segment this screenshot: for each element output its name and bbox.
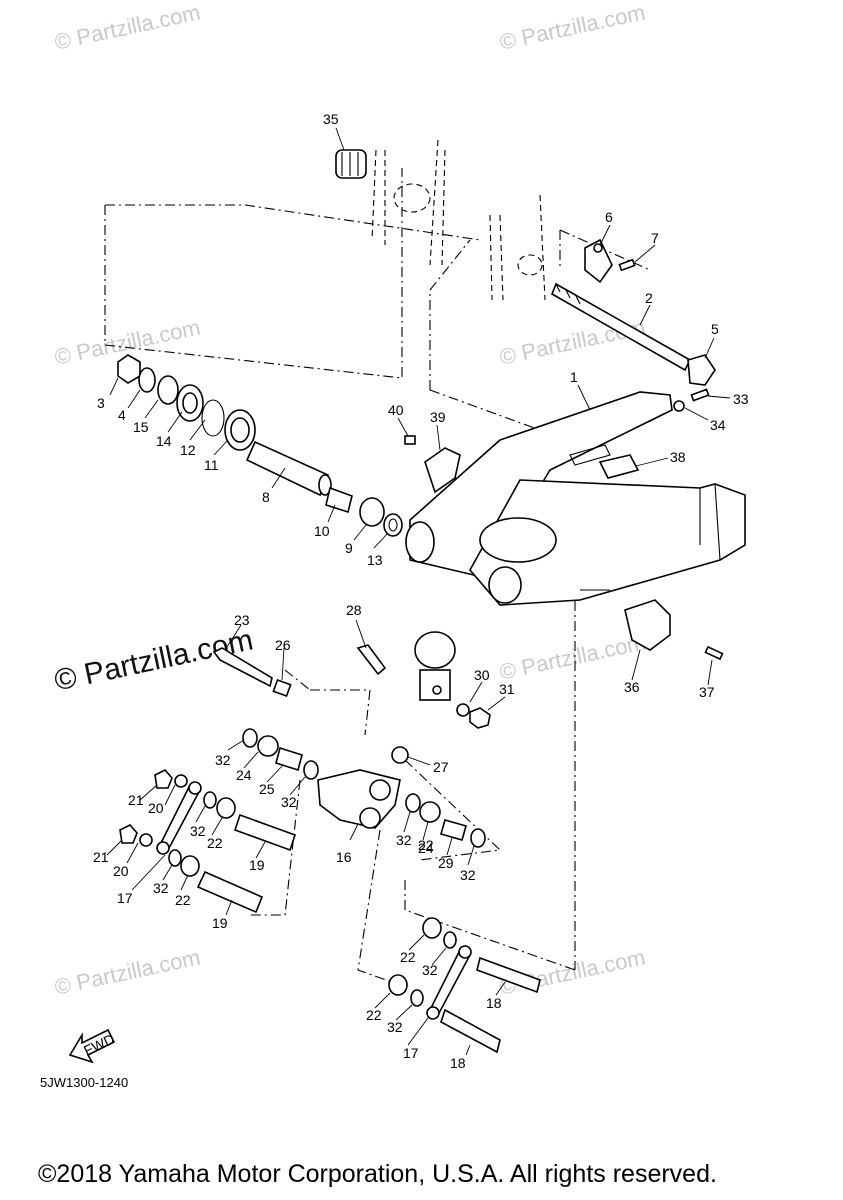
callout-35: 35 <box>323 111 339 127</box>
callout-20b: 20 <box>113 863 129 879</box>
callout-6: 6 <box>605 209 613 225</box>
callout-numbers: 1 2 3 4 5 6 7 8 9 10 11 12 13 14 15 16 1… <box>93 111 749 1071</box>
bolt-28 <box>356 644 387 676</box>
callout-28: 28 <box>346 602 362 618</box>
callout-36: 36 <box>624 679 640 695</box>
callout-30: 30 <box>474 667 490 683</box>
pivot-shaft <box>550 282 692 372</box>
callout-38: 38 <box>670 449 686 465</box>
callout-5: 5 <box>711 321 719 337</box>
callout-18b: 18 <box>450 1055 466 1071</box>
callout-17a: 17 <box>117 890 133 906</box>
callout-9: 9 <box>345 540 353 556</box>
callout-21b: 21 <box>93 849 109 865</box>
bolt-33 <box>690 388 710 402</box>
callout-19b: 19 <box>212 915 228 931</box>
callout-14: 14 <box>156 433 172 449</box>
callout-4: 4 <box>118 407 126 423</box>
callout-2: 2 <box>645 290 653 306</box>
connecting-rod-left <box>156 781 202 855</box>
callout-13: 13 <box>367 552 383 568</box>
callout-22b: 22 <box>175 892 191 908</box>
collar-stack-left <box>168 791 297 914</box>
frame-outline <box>371 139 546 301</box>
callout-12: 12 <box>180 442 196 458</box>
lower-right-assembly <box>388 917 541 1054</box>
callout-32b: 32 <box>281 794 297 810</box>
callout-7: 7 <box>651 230 659 246</box>
left-pivot-stack <box>117 354 256 451</box>
washer-34 <box>673 400 685 412</box>
callout-40: 40 <box>388 402 404 418</box>
callout-34: 34 <box>710 417 726 433</box>
callout-8: 8 <box>262 489 270 505</box>
callout-19a: 19 <box>249 857 265 873</box>
callout-26: 26 <box>275 637 291 653</box>
pivot-collar <box>245 440 332 497</box>
cover-39 <box>424 447 461 494</box>
callout-27: 27 <box>433 759 449 775</box>
callout-16: 16 <box>336 849 352 865</box>
leader-lines <box>106 127 731 1056</box>
callout-22d: 22 <box>366 1007 382 1023</box>
fwd-arrow-icon: FWD <box>68 1028 117 1064</box>
relay-arm-16 <box>317 769 401 829</box>
callout-39: 39 <box>430 409 446 425</box>
guide-lines <box>104 168 651 986</box>
callout-32f: 32 <box>460 867 476 883</box>
fwd-label: FWD <box>81 1031 117 1059</box>
callout-10: 10 <box>314 523 330 539</box>
callout-32h: 32 <box>387 1019 403 1035</box>
callout-37: 37 <box>699 684 715 700</box>
screw-40 <box>404 435 416 445</box>
relay-bearing-stack-right <box>405 793 486 848</box>
callout-23: 23 <box>234 612 250 628</box>
seal-13 <box>383 513 403 537</box>
nut-5 <box>687 354 716 386</box>
callout-3: 3 <box>97 395 105 411</box>
callout-32e: 32 <box>396 832 412 848</box>
relay-bearing-stack <box>242 728 319 780</box>
callout-32a: 32 <box>215 752 231 768</box>
bolt-23 <box>212 647 273 688</box>
collar-10 <box>325 486 353 514</box>
bolt-7 <box>618 258 636 272</box>
callout-32c: 32 <box>190 823 206 839</box>
callout-20a: 20 <box>148 800 164 816</box>
callout-25: 25 <box>259 781 275 797</box>
callout-32d: 32 <box>153 880 169 896</box>
callout-1: 1 <box>570 369 578 385</box>
callout-24a: 24 <box>236 767 252 783</box>
callout-32g: 32 <box>422 962 438 978</box>
callout-24b: 24 <box>418 840 434 856</box>
callout-29: 29 <box>438 855 454 871</box>
callout-18a: 18 <box>486 995 502 1011</box>
bracket <box>584 238 613 284</box>
collar-27 <box>391 746 409 764</box>
collar-26 <box>272 678 292 698</box>
nut-31 <box>469 707 491 729</box>
callout-22c: 22 <box>400 949 416 965</box>
callout-11: 11 <box>204 457 219 473</box>
rear-arm <box>405 391 746 606</box>
diagram-code: 5JW1300-1240 <box>40 1075 129 1090</box>
callout-21a: 21 <box>128 792 144 808</box>
chain-guide-36 <box>624 599 671 651</box>
bearing-9 <box>359 497 385 527</box>
callout-33: 33 <box>733 391 749 407</box>
callout-22e: 22 <box>418 837 434 853</box>
washer-30 <box>456 703 470 717</box>
copyright-notice: ©2018 Yamaha Motor Corporation, U.S.A. A… <box>38 1160 717 1188</box>
callout-31: 31 <box>499 681 515 697</box>
callout-15: 15 <box>133 419 149 435</box>
shock-end <box>414 631 456 701</box>
screw-37 <box>704 645 724 661</box>
callout-22a: 22 <box>207 835 223 851</box>
pivot-adjust-nut <box>335 149 367 179</box>
callout-17b: 17 <box>403 1045 419 1061</box>
nut-washer-21-20 <box>119 769 188 847</box>
